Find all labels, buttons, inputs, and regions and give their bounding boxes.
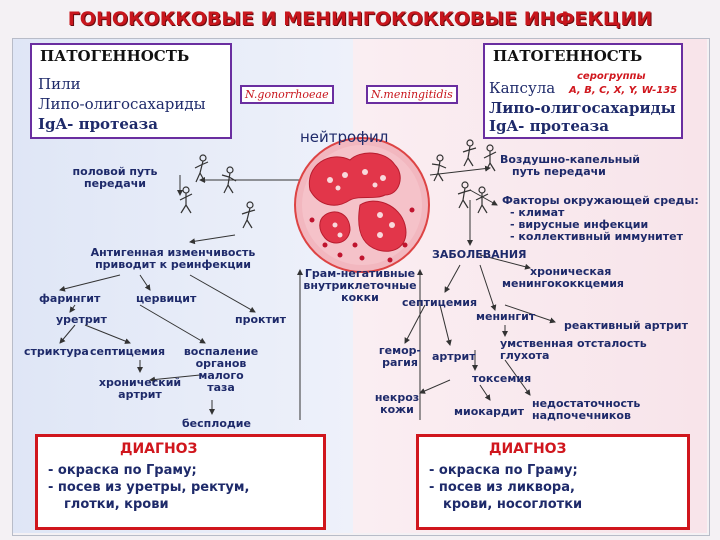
diagnosis-line-1: - окраска по Граму; <box>48 463 197 478</box>
gram-line-3: кокки <box>341 291 379 304</box>
pathogenicity-heading: ПАТОГЕННОСТЬ <box>40 47 190 65</box>
necrosis-line-2: кожи <box>380 403 414 416</box>
pid-line-4: таза <box>207 381 235 394</box>
content-panel <box>12 38 710 536</box>
myocarditis: миокардит <box>454 405 524 418</box>
neutrophil-label: нейтрофил <box>300 128 389 146</box>
adrenal-line-1: недостаточность <box>532 397 641 410</box>
antigen-line-1: Антигенная изменчивость <box>90 246 256 259</box>
diagnosis-line-2: - посев из уретры, ректум, <box>48 480 250 495</box>
transmission-line-1: Воздушно-капельный <box>500 153 641 166</box>
stricture: стриктура <box>24 345 89 358</box>
pelvic-inflammation: воспаление органов малого таза <box>176 346 266 394</box>
proctitis: проктит <box>235 313 286 326</box>
human-figure-icon <box>431 139 497 214</box>
pid-line-1: воспаление <box>183 345 259 358</box>
transmission-line-2: путь передачи <box>512 165 606 178</box>
factor-pili: Пили <box>38 75 81 93</box>
adrenal-line-2: надпочечников <box>532 409 631 422</box>
infertility: бесплодие <box>182 417 251 430</box>
mental-retardation: умственная отсталость глухота <box>500 338 647 362</box>
diagnosis-box-gonorrhoeae: ДИАГНОЗ - окраска по Граму; - посев из у… <box>35 434 326 530</box>
septicemia-left: септицемия <box>90 345 166 358</box>
reactive-arthritis: реактивный артрит <box>564 319 688 332</box>
hemorrhage-line-1: гемор- <box>378 344 422 357</box>
factor-viral: - вирусные инфекции <box>510 218 649 231</box>
chronic-line-2: менингококкцемия <box>502 277 624 290</box>
diagnosis-heading: ДИАГНОЗ <box>489 441 567 457</box>
skin-necrosis: некроз кожи <box>372 392 422 416</box>
factor-lipooligosaccharides: Липо-олигосахариды <box>38 95 206 113</box>
pathogenicity-heading: ПАТОГЕННОСТЬ <box>493 47 643 65</box>
factor-iga-protease: IgA- протеаза <box>38 115 158 133</box>
pathogenicity-box-meningitidis: ПАТОГЕННОСТЬ серогруппы Капсула A, B, C,… <box>483 43 683 139</box>
diagnosis-line-3: крови, носоглотки <box>443 497 583 512</box>
factor-climate: - климат <box>510 206 565 219</box>
airborne-transmission: Воздушно-капельный путь передачи <box>500 154 640 178</box>
diagnosis-line-3: глотки, крови <box>64 497 169 512</box>
factor-herd-immunity: - коллективный иммунитет <box>510 230 683 243</box>
septicemia-right: септицемия <box>402 296 478 309</box>
chronic-arthritis: хронический артрит <box>95 377 185 401</box>
diagnosis-line-1: - окраска по Граму; <box>429 463 578 478</box>
transmission-line-1: половой путь <box>72 165 158 178</box>
adrenal-insufficiency: недостаточность надпочечников <box>532 398 640 422</box>
factors-heading: Факторы окружающей среды: <box>502 194 699 207</box>
chronic-line-1: хроническая <box>530 265 612 278</box>
diagnosis-heading: ДИАГНОЗ <box>120 441 198 457</box>
arthritis-line-2: артрит <box>118 388 162 401</box>
diagnosis-box-meningitidis: ДИАГНОЗ - окраска по Граму; - посев из л… <box>416 434 690 530</box>
gram-line-1: Грам-негативные <box>304 267 416 280</box>
transmission-line-2: передачи <box>84 177 146 190</box>
pid-line-2: органов <box>195 357 247 370</box>
sexual-transmission: половой путь передачи <box>60 166 170 190</box>
pharyngitis: фарингит <box>39 292 101 305</box>
gram-line-2: внутриклеточные <box>303 279 417 292</box>
antigen-line-2: приводит к реинфекции <box>95 258 251 271</box>
urethritis: уретрит <box>56 313 107 326</box>
hemorrhage: гемор- рагия <box>374 345 426 369</box>
page-title: ГОНОКОККОВЫЕ И МЕНИНГОКОККОВЫЕ ИНФЕКЦИИ <box>67 8 653 30</box>
antigenic-variation: Антигенная изменчивость приводит к реинф… <box>78 247 268 271</box>
necrosis-line-1: некроз <box>374 391 420 404</box>
environmental-factors: Факторы окружающей среды: - климат - вир… <box>502 195 699 243</box>
human-figure-icon <box>179 154 256 229</box>
pid-line-3: малого <box>198 369 244 382</box>
diagnosis-line-2: - посев из ликвора, <box>429 480 575 495</box>
toxemia: токсемия <box>472 372 532 385</box>
retardation-line-2: глухота <box>500 349 550 362</box>
diseases-heading: ЗАБОЛЕВАНИЯ <box>432 248 527 261</box>
chronic-meningococcemia: хроническая менингококкцемия <box>502 266 624 290</box>
factor-lipooligosaccharides: Липо-олигосахариды <box>489 99 676 117</box>
hemorrhage-line-2: рагия <box>382 356 418 369</box>
arthritis-right: артрит <box>432 350 476 363</box>
cervicitis: цервицит <box>136 292 197 305</box>
species-meningitidis: N.meningitidis <box>366 85 458 104</box>
arthritis-line-1: хронический <box>98 376 182 389</box>
serogroups-label: серогруппы <box>577 71 646 82</box>
neutrophil-cell-icon <box>294 137 430 273</box>
serogroups-values: A, B, C, X, Y, W-135 <box>569 85 678 96</box>
pathogenicity-box-gonorrhoeae: ПАТОГЕННОСТЬ Пили Липо-олигосахариды IgA… <box>30 43 232 139</box>
factor-iga-protease: IgA- протеаза <box>489 117 609 135</box>
species-gonorrhoeae: N.gonorrhoeae <box>240 85 334 104</box>
factor-capsule: Капсула <box>489 79 556 97</box>
meningitis: менингит <box>476 310 536 323</box>
retardation-line-1: умственная отсталость <box>500 337 647 350</box>
gram-negative-label: Грам-негативные внутриклеточные кокки <box>295 268 425 304</box>
